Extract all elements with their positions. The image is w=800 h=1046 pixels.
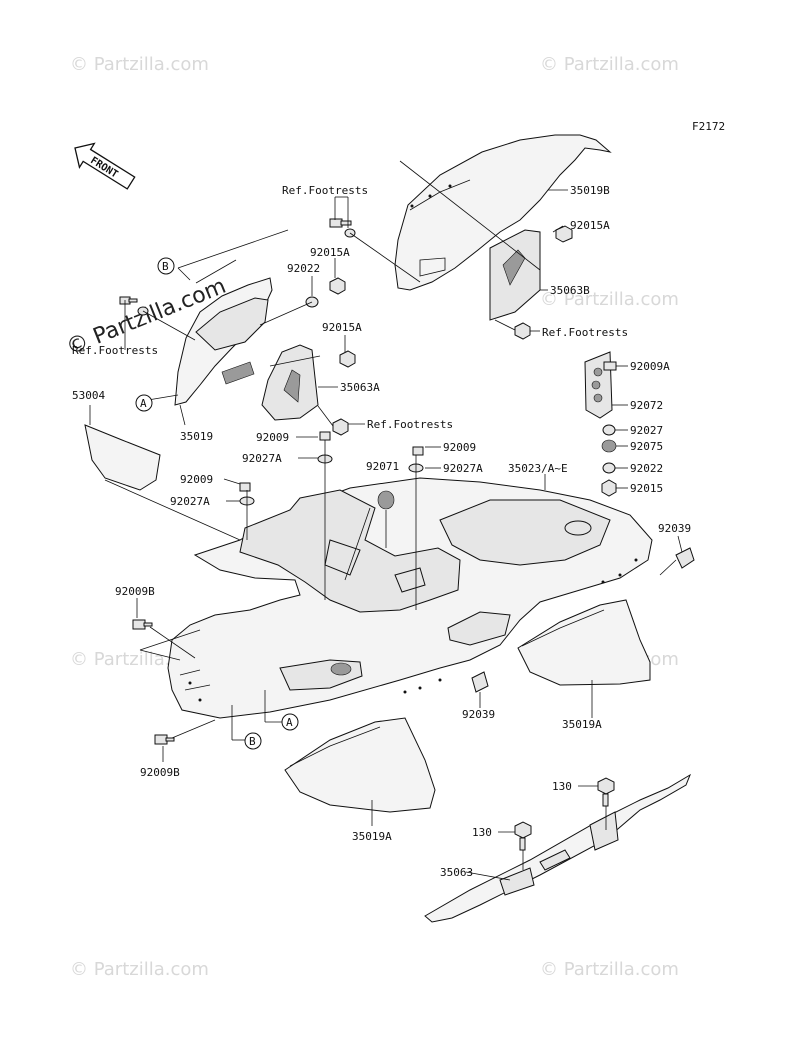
bracket-35063B bbox=[489, 229, 541, 321]
watermark-text: © Partzilla.com bbox=[540, 959, 679, 980]
part-label-53004: 53004 bbox=[72, 389, 105, 402]
part-label-92015A: 92015A bbox=[310, 246, 350, 259]
part-label-130: 130 bbox=[472, 826, 492, 839]
svg-text:B: B bbox=[162, 260, 169, 273]
leader-lines bbox=[89, 160, 683, 881]
nut-icon bbox=[555, 225, 573, 243]
mudflap-53004 bbox=[84, 424, 161, 491]
part-label-92009: 92009 bbox=[180, 473, 213, 486]
part-label-92027A: 92027A bbox=[170, 495, 210, 508]
part-label-35063: 35063 bbox=[440, 866, 473, 879]
footrest-bar-35063 bbox=[424, 773, 692, 923]
nut-icon bbox=[329, 277, 346, 295]
part-label-92009: 92009 bbox=[443, 441, 476, 454]
part-label-92072: 92072 bbox=[630, 399, 663, 412]
clip-icon bbox=[471, 547, 695, 693]
grommet-icon bbox=[377, 490, 395, 510]
part-label-92071: 92071 bbox=[366, 460, 399, 473]
part-label-130: 130 bbox=[552, 780, 572, 793]
part-label-92009B: 92009B bbox=[140, 766, 180, 779]
fender-35019 bbox=[174, 277, 273, 406]
part-label-35019B: 35019B bbox=[570, 184, 610, 197]
svg-text:B: B bbox=[249, 735, 256, 748]
watermark-text: © Partzilla.com bbox=[70, 959, 209, 980]
ref-footrests-label: Ref.Footrests bbox=[367, 418, 453, 431]
mudflap-35019A-left bbox=[284, 717, 436, 813]
callout-a-top: A bbox=[135, 394, 153, 412]
part-label-35063B: 35063B bbox=[550, 284, 590, 297]
part-label-35019A: 35019A bbox=[562, 718, 602, 731]
part-label-92039: 92039 bbox=[658, 522, 691, 535]
diagram-code: F2172 bbox=[692, 120, 725, 133]
callout-b-top: B bbox=[157, 257, 175, 275]
fastener-stack bbox=[584, 351, 617, 497]
bracket-35063A bbox=[261, 344, 319, 421]
part-label-35019: 35019 bbox=[180, 430, 213, 443]
fender-35019B bbox=[394, 134, 612, 291]
ref-footrests-label: Ref.Footrests bbox=[542, 326, 628, 339]
bolt-icon bbox=[132, 619, 175, 745]
mudflap-35019A-right bbox=[517, 599, 651, 686]
watermark-text: © Partzilla.com bbox=[540, 54, 679, 75]
watermark-text: © Partzilla.com bbox=[70, 54, 209, 75]
callout-a-bottom: A bbox=[281, 713, 299, 731]
part-label-92027A: 92027A bbox=[242, 452, 282, 465]
nut-icon bbox=[514, 322, 531, 340]
callout-b-bottom: B bbox=[244, 732, 262, 750]
part-labels: Ref.Footrests 35019B 92015A 92015A 92022… bbox=[72, 184, 691, 879]
part-label-35063A: 35063A bbox=[340, 381, 380, 394]
front-arrow-icon: FRONT bbox=[74, 142, 136, 190]
part-label-92015A: 92015A bbox=[570, 219, 610, 232]
part-label-92075: 92075 bbox=[630, 440, 663, 453]
part-label-92027A: 92027A bbox=[443, 462, 483, 475]
bolt-icon bbox=[514, 777, 615, 851]
ref-footrests-label: Ref.Footrests bbox=[72, 344, 158, 357]
part-label-92015A: 92015A bbox=[322, 321, 362, 334]
nut-icon bbox=[332, 418, 349, 436]
part-label-92015: 92015 bbox=[630, 482, 663, 495]
part-label-92039: 92039 bbox=[462, 708, 495, 721]
part-label-92009: 92009 bbox=[256, 431, 289, 444]
nut-icon bbox=[339, 350, 356, 368]
rear-body-35023 bbox=[167, 477, 653, 719]
part-label-35023: 35023/A~E bbox=[508, 462, 568, 475]
part-label-35019A: 35019A bbox=[352, 830, 392, 843]
watermark-text: © Partzilla.com bbox=[540, 289, 679, 310]
ref-footrests-label: Ref.Footrests bbox=[282, 184, 368, 197]
part-label-92009A: 92009A bbox=[630, 360, 670, 373]
part-label-92009B: 92009B bbox=[115, 585, 155, 598]
part-label-92022: 92022 bbox=[630, 462, 663, 475]
svg-text:A: A bbox=[286, 716, 293, 729]
part-label-92027: 92027 bbox=[630, 424, 663, 437]
svg-text:A: A bbox=[140, 397, 147, 410]
part-label-92022: 92022 bbox=[287, 262, 320, 275]
